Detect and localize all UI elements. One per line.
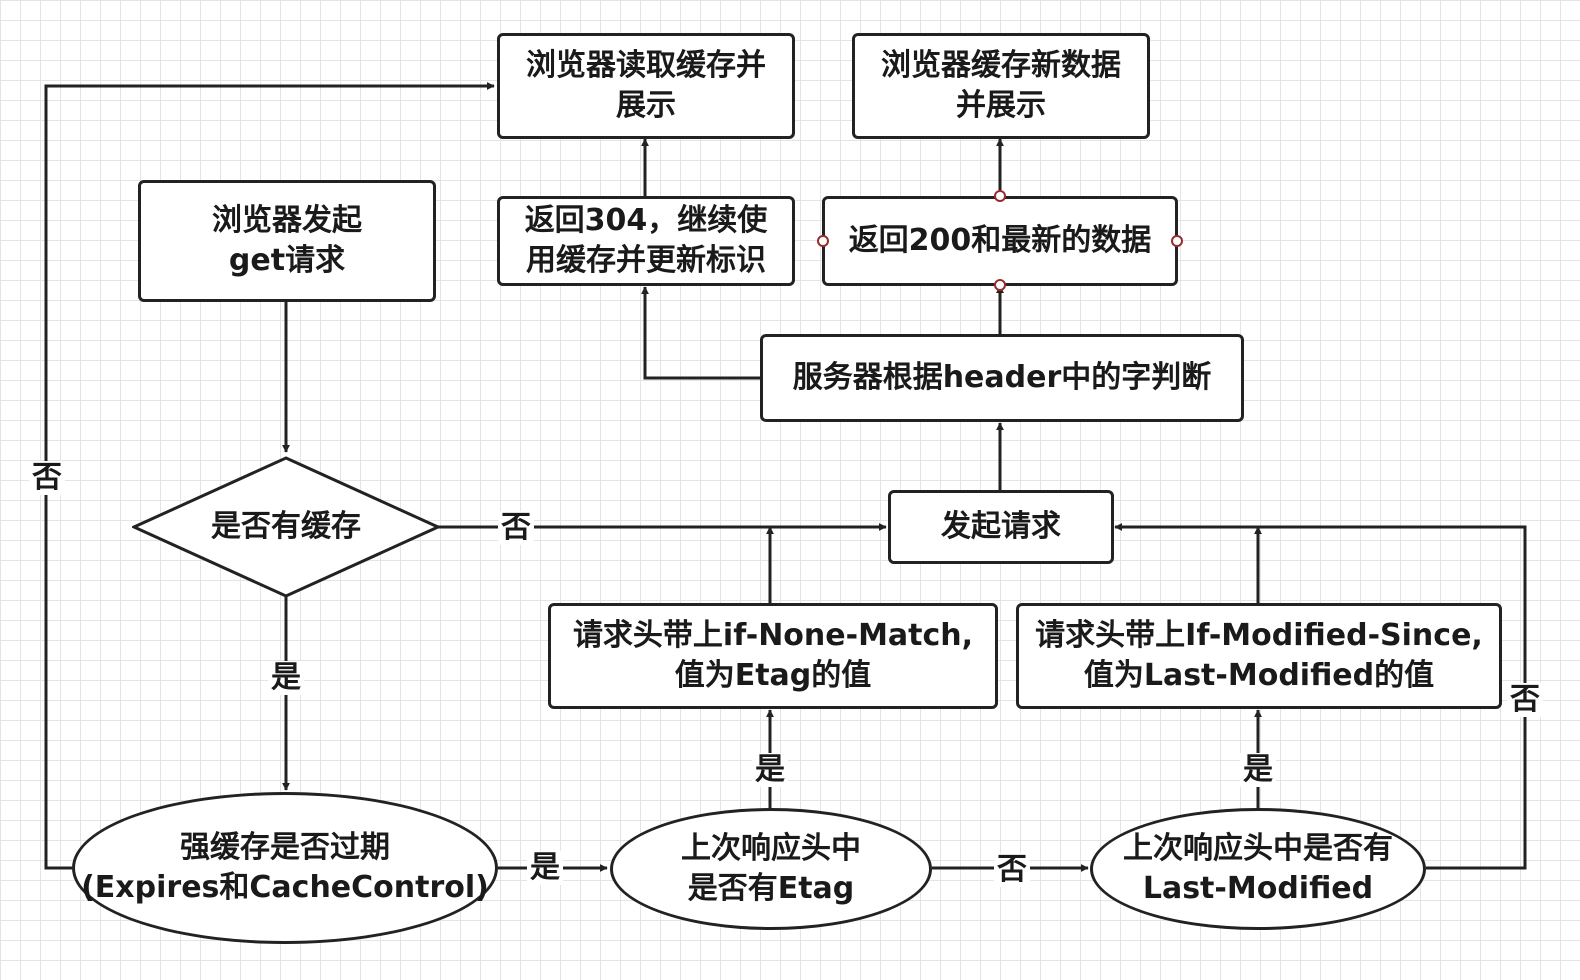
connection-handle-right[interactable] xyxy=(1171,235,1183,247)
last-etag-line2: 是否有Etag xyxy=(687,871,855,906)
return-304-line1: 返回304，继续使 xyxy=(524,203,768,238)
if-none-match-node: 请求头带上if-None-Match, 值为Etag的值 xyxy=(548,603,998,709)
browser-cache-new-node: 浏览器缓存新数据 并展示 xyxy=(852,33,1150,139)
read-cache-line2: 展示 xyxy=(616,88,676,123)
server-judge-node: 服务器根据header中的字判断 xyxy=(760,334,1244,422)
edge-label-etag-no: 否 xyxy=(994,853,1030,887)
connection-handle-top[interactable] xyxy=(994,190,1006,202)
connection-handle-left[interactable] xyxy=(817,235,829,247)
strong-cache-expired-decision: 强缓存是否过期 (Expires和CacheControl) xyxy=(72,792,498,944)
edge-label-etag-yes: 是 xyxy=(752,753,788,787)
cache-new-line1: 浏览器缓存新数据 xyxy=(881,48,1121,83)
if-modified-since-line2: 值为Last-Modified的值 xyxy=(1083,658,1435,693)
strong-expired-line2: (Expires和CacheControl) xyxy=(81,870,489,905)
if-none-match-line1: 请求头带上if-None-Match, xyxy=(572,618,974,653)
diamond-shape xyxy=(132,456,440,598)
if-none-match-line2: 值为Etag的值 xyxy=(674,658,872,693)
edge-label-has-cache-yes: 是 xyxy=(268,661,304,695)
last-etag-line1: 上次响应头中 xyxy=(681,831,861,866)
browser-start-line1: 浏览器发起 xyxy=(212,203,362,238)
last-has-etag-decision: 上次响应头中 是否有Etag xyxy=(610,808,932,930)
has-cache-decision: 是否有缓存 xyxy=(132,456,440,598)
edge-label-not-expired: 否 xyxy=(29,461,65,495)
return-304-node: 返回304，继续使 用缓存并更新标识 xyxy=(497,196,795,286)
if-modified-since-node: 请求头带上If-Modified-Since, 值为Last-Modified的… xyxy=(1016,603,1502,709)
edge-label-no-cache: 否 xyxy=(498,511,534,545)
send-request-node: 发起请求 xyxy=(888,490,1114,564)
strong-expired-line1: 强缓存是否过期 xyxy=(180,830,390,865)
cache-new-line2: 并展示 xyxy=(956,88,1046,123)
connection-handle-bottom[interactable] xyxy=(994,279,1006,291)
last-modified-line2: Last-Modified xyxy=(1142,871,1374,906)
browser-start-node: 浏览器发起 get请求 xyxy=(138,180,436,302)
return-304-line2: 用缓存并更新标识 xyxy=(526,243,766,278)
last-has-modified-decision: 上次响应头中是否有 Last-Modified xyxy=(1090,808,1426,930)
read-cache-line1: 浏览器读取缓存并 xyxy=(526,48,766,83)
browser-start-line2: get请求 xyxy=(228,243,346,278)
edge-server-to-304 xyxy=(641,286,760,380)
server-judge-label: 服务器根据header中的字判断 xyxy=(792,360,1212,395)
return-200-label: 返回200和最新的数据 xyxy=(848,223,1152,258)
send-request-label: 发起请求 xyxy=(941,509,1061,544)
browser-read-cache-node: 浏览器读取缓存并 展示 xyxy=(497,33,795,139)
last-modified-line1: 上次响应头中是否有 xyxy=(1123,831,1393,866)
has-cache-label: 是否有缓存 xyxy=(211,509,361,544)
if-modified-since-line1: 请求头带上If-Modified-Since, xyxy=(1035,618,1483,653)
return-200-node: 返回200和最新的数据 xyxy=(822,196,1178,286)
edge-label-modified-no: 否 xyxy=(1507,683,1543,717)
edge-label-modified-yes: 是 xyxy=(1240,753,1276,787)
edge-label-expired-yes: 是 xyxy=(527,851,563,885)
